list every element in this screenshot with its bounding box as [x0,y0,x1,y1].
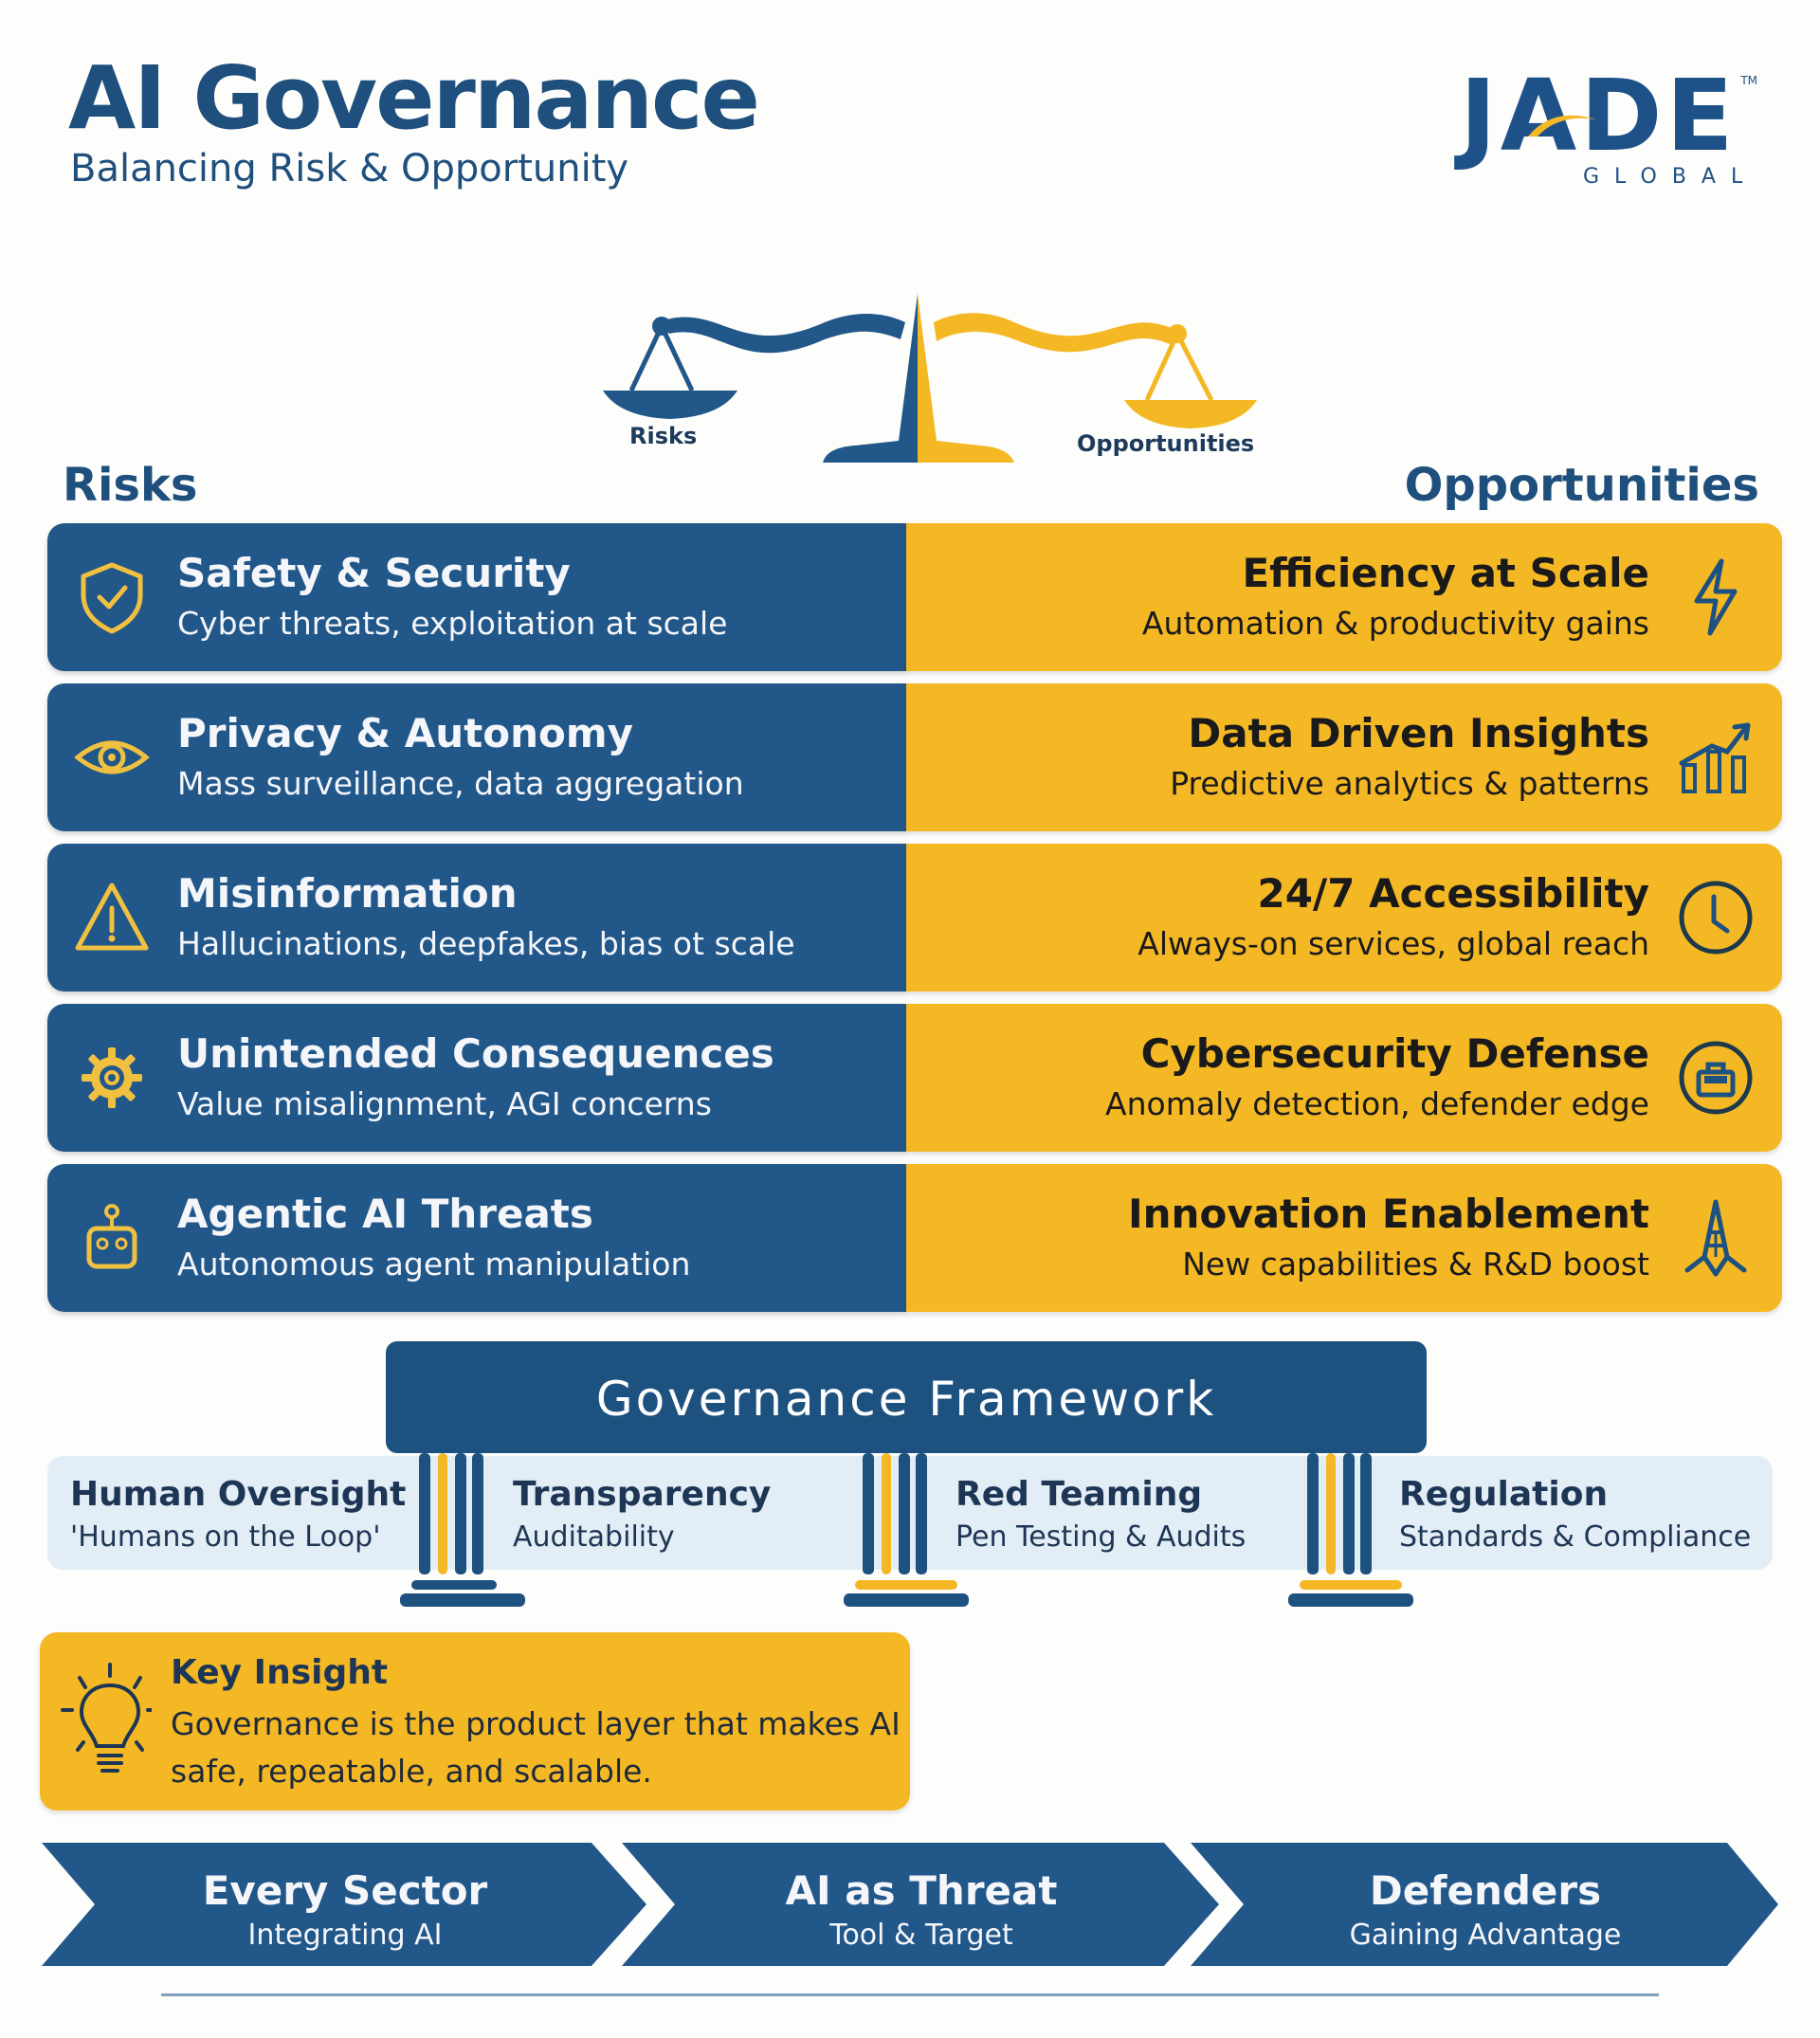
pillar-desc: Standards & Compliance [1399,1520,1752,1554]
balance-scale-illustration: Risks Opportunities [578,284,1261,474]
opportunity-title: Cybersecurity Defense [1140,1030,1649,1077]
opportunity-title: Innovation Enablement [1128,1191,1649,1237]
flow-step: Every Sector Integrating AI [42,1843,648,1966]
opportunity-card: 24/7 Accessibility Always-on services, g… [906,844,1782,992]
footer-divider [161,1993,1659,1996]
opportunity-card: Data Driven Insights Predictive analytic… [906,683,1782,831]
risk-opportunity-row: Misinformation Hallucinations, deepfakes… [47,844,1782,992]
opportunity-desc: Anomaly detection, defender edge [1105,1085,1649,1122]
eye-icon [74,740,150,774]
opportunity-desc: Automation & productivity gains [1141,605,1649,642]
risk-desc: Value misalignment, AGI concerns [177,1085,712,1122]
pillar-column-icon [1288,1453,1413,1607]
pillar-desc: Auditability [513,1520,675,1554]
opportunity-desc: Always-on services, global reach [1138,925,1649,962]
risks-heading: Risks [63,459,198,512]
lightbulb-icon [61,1663,152,1773]
scale-label-risks: Risks [629,423,698,449]
risk-desc: Cyber threats, exploitation at scale [177,605,728,642]
opportunity-desc: Predictive analytics & patterns [1170,765,1649,802]
logo-swoosh-icon [1528,115,1596,136]
scale-label-opportunities: Opportunities [1077,430,1255,457]
opportunity-title: Data Driven Insights [1188,710,1649,756]
opportunities-heading: Opportunities [1404,459,1759,512]
risk-title: Agentic AI Threats [177,1191,593,1237]
tower-icon [1684,1199,1747,1277]
bar-chart-trend-icon [1679,722,1751,793]
key-insight-text: Governance is the product layer that mak… [171,1705,901,1790]
chevron-shape [42,1843,646,1966]
pillar-title: Regulation [1399,1475,1609,1514]
flow-step-title: Defenders [1369,1867,1602,1914]
logo-wordmark: JADE [1460,58,1738,173]
flow-step-subtitle: Gaining Advantage [1349,1919,1622,1952]
logo-subtext: GLOBAL [1583,165,1758,189]
governance-framework-title: Governance Framework [595,1372,1217,1427]
risk-opportunity-row: Privacy & Autonomy Mass surveillance, da… [47,683,1782,831]
lightning-bolt-icon [1694,558,1738,636]
risk-desc: Mass surveillance, data aggregation [177,765,744,802]
page-subtitle: Balancing Risk & Opportunity [70,147,629,191]
shield-check-icon [81,562,143,634]
risk-card: Privacy & Autonomy Mass surveillance, da… [47,683,906,831]
gear-icon [82,1047,142,1108]
opportunity-desc: New capabilities & R&D boost [1182,1246,1649,1283]
risk-desc: Autonomous agent manipulation [177,1246,691,1283]
risk-title: Unintended Consequences [177,1030,774,1077]
flow-step-title: AI as Threat [785,1867,1058,1914]
pillar-column-icon [844,1453,969,1607]
opportunity-title: 24/7 Accessibility [1257,870,1649,917]
pillar-desc: Pen Testing & Audits [956,1520,1247,1554]
risk-title: Safety & Security [177,550,571,596]
opportunity-title: Efficiency at Scale [1242,550,1649,596]
opportunity-card: Efficiency at Scale Automation & product… [906,523,1782,671]
key-insight-title: Key Insight [171,1653,389,1692]
risk-opportunity-row: Agentic AI Threats Autonomous agent mani… [47,1164,1782,1312]
risk-desc: Hallucinations, deepfakes, bias ot scale [177,925,795,962]
toolbox-shield-icon [1679,1041,1753,1115]
clock-icon [1679,881,1753,955]
risk-card: Unintended Consequences Value misalignme… [47,1004,906,1152]
risk-title: Misinformation [177,870,518,917]
balance-scale-icon [603,294,1257,463]
pillar-desc: 'Humans on the Loop' [70,1520,381,1554]
flow-step: AI as Threat Tool & Target [622,1843,1221,1966]
opportunity-card: Cybersecurity Defense Anomaly detection,… [906,1004,1782,1152]
page-title: AI Governance [68,47,760,149]
jade-global-logo: JADE TM GLOBAL [1460,66,1763,199]
risk-opportunity-row: Unintended Consequences Value misalignme… [47,1004,1782,1152]
warning-triangle-icon [75,883,149,951]
opportunity-card: Innovation Enablement New capabilities &… [906,1164,1782,1312]
flow-step-title: Every Sector [202,1867,488,1914]
risk-card: Misinformation Hallucinations, deepfakes… [47,844,906,992]
flow-step-subtitle: Tool & Target [829,1919,1013,1952]
flow-step: Defenders Gaining Advantage [1191,1843,1780,1966]
chevron-shape [622,1843,1219,1966]
logo-trademark: TM [1740,74,1757,87]
governance-framework-banner: Governance Framework [386,1341,1427,1453]
chevron-shape [1191,1843,1778,1966]
pillar-title: Transparency [513,1475,772,1514]
risk-card: Agentic AI Threats Autonomous agent mani… [47,1164,906,1312]
risk-card: Safety & Security Cyber threats, exploit… [47,523,906,671]
flow-step-subtitle: Integrating AI [247,1919,443,1952]
risk-opportunity-row: Safety & Security Cyber threats, exploit… [47,523,1782,671]
key-insight-card: Key Insight Governance is the product la… [40,1632,910,1811]
pillar-title: Red Teaming [956,1475,1203,1514]
risk-title: Privacy & Autonomy [177,710,633,756]
pillar-column-icon [400,1453,525,1607]
robot-icon [86,1204,137,1269]
pillar-title: Human Oversight [70,1475,407,1514]
